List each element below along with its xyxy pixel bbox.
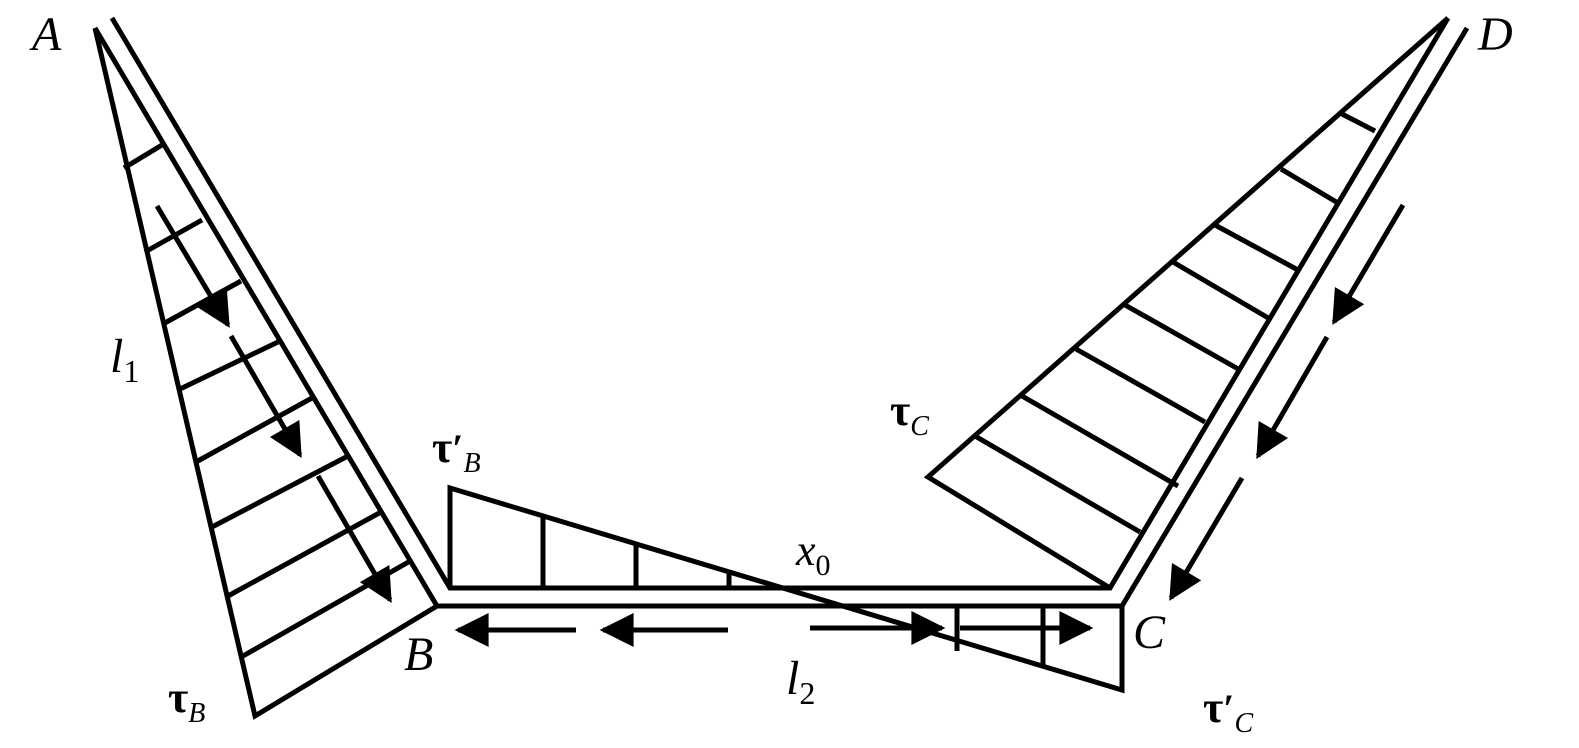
stress-label-tau-c-prime: τ′C: [1203, 683, 1254, 739]
flow-arrow-cd-2: [1255, 335, 1330, 459]
flange-bc-stress-left-triangle: [447, 484, 1125, 694]
position-label-x0: x0: [795, 526, 831, 582]
length-label-l1: l1: [110, 330, 139, 389]
flow-arrow-ab-3: [315, 474, 393, 603]
flow-arrow-cd-1: [1331, 203, 1406, 325]
point-label-a: A: [29, 8, 62, 61]
stress-label-tau-b: τB: [168, 673, 205, 729]
stress-label-tau-b-prime: τ′B: [432, 423, 481, 479]
point-label-b: B: [404, 628, 433, 681]
web-cd-hatch: [973, 111, 1377, 535]
flange-bc-hatch: [540, 516, 1046, 666]
stress-label-tau-c: τC: [890, 386, 929, 442]
length-label-l2: l2: [786, 652, 815, 711]
flow-arrow-cd-3: [1168, 476, 1245, 601]
web-cd-stress-triangle: [923, 16, 1450, 591]
flow-arrow-ab-2: [228, 334, 303, 458]
flow-arrow-ab-1: [154, 204, 231, 328]
point-label-d: D: [1477, 8, 1513, 61]
section-outer-wall: [92, 26, 1470, 609]
web-ab-stress-triangle: [92, 27, 439, 720]
point-label-c: C: [1133, 606, 1166, 659]
